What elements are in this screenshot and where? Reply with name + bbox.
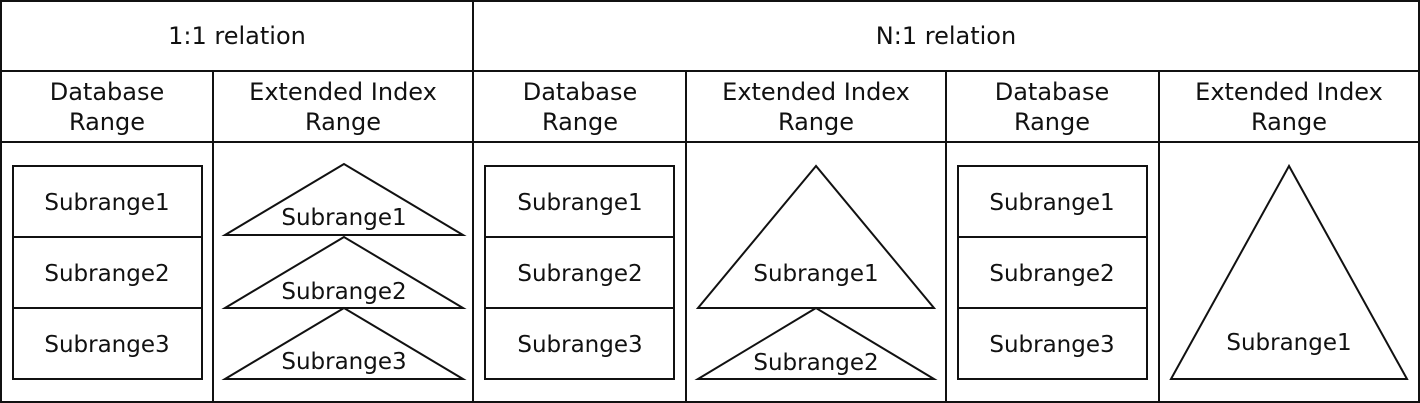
subheader-line2: Range bbox=[778, 108, 854, 136]
subheader-line1: Extended Index bbox=[249, 78, 437, 106]
subrange-label: Subrange3 bbox=[44, 332, 169, 358]
col5-box-stack: Subrange1 Subrange2 Subrange3 bbox=[957, 165, 1148, 380]
subrange-box bbox=[12, 307, 203, 380]
subrange-label: Subrange1 bbox=[989, 190, 1114, 216]
subheader-line1: Database bbox=[523, 78, 638, 106]
subheader-col6: Extended Index Range bbox=[1195, 78, 1383, 136]
subrange-label: Subrange2 bbox=[517, 261, 642, 287]
subheader-line2: Range bbox=[305, 108, 381, 136]
subrange-box bbox=[957, 165, 1148, 238]
subheader-line1: Extended Index bbox=[722, 78, 910, 106]
subheader-line1: Extended Index bbox=[1195, 78, 1383, 106]
subrange-triangle bbox=[221, 162, 467, 236]
subrange-label: Subrange1 bbox=[44, 190, 169, 216]
subrange-label: Subrange1 bbox=[753, 261, 878, 287]
subheader-col5: Database Range bbox=[995, 78, 1110, 136]
subrange-box bbox=[12, 236, 203, 309]
subheader-line2: Range bbox=[542, 108, 618, 136]
subrange-label: Subrange2 bbox=[281, 279, 406, 305]
subrange-label: Subrange3 bbox=[517, 332, 642, 358]
subrange-box bbox=[484, 307, 675, 380]
col3-box-stack: Subrange1 Subrange2 Subrange3 bbox=[484, 165, 675, 380]
subrange-triangle bbox=[1169, 163, 1409, 380]
col4-triangle-stack: Subrange1 Subrange2 bbox=[694, 164, 938, 380]
subrange-box bbox=[484, 165, 675, 238]
col6-triangle-stack: Subrange1 bbox=[1169, 163, 1409, 380]
subrange-label: Subrange2 bbox=[989, 261, 1114, 287]
subrange-box bbox=[957, 236, 1148, 309]
subrange-label: Subrange3 bbox=[989, 332, 1114, 358]
subheader-line2: Range bbox=[1251, 108, 1327, 136]
subheader-line2: Range bbox=[1014, 108, 1090, 136]
subrange-label: Subrange1 bbox=[517, 190, 642, 216]
subrange-box bbox=[957, 307, 1148, 380]
subheader-line1: Database bbox=[50, 78, 165, 106]
subrange-label: Subrange1 bbox=[1226, 330, 1351, 356]
col1-box-stack: Subrange1 Subrange2 Subrange3 bbox=[12, 165, 203, 380]
subrange-label: Subrange3 bbox=[281, 349, 406, 375]
subheader-line2: Range bbox=[69, 108, 145, 136]
subheader-col4: Extended Index Range bbox=[722, 78, 910, 136]
header-n-to-one: N:1 relation bbox=[876, 22, 1016, 50]
subheader-col2: Extended Index Range bbox=[249, 78, 437, 136]
subrange-label: Subrange2 bbox=[44, 261, 169, 287]
subheader-line1: Database bbox=[995, 78, 1110, 106]
subrange-label: Subrange2 bbox=[753, 350, 878, 376]
subrange-label: Subrange1 bbox=[281, 205, 406, 231]
header-one-to-one: 1:1 relation bbox=[168, 22, 306, 50]
subrange-triangle bbox=[694, 306, 938, 380]
subrange-box bbox=[484, 236, 675, 309]
subrange-triangle bbox=[221, 306, 467, 380]
col2-triangle-stack: Subrange1 Subrange2 Subrange3 bbox=[221, 162, 467, 380]
subheader-col1: Database Range bbox=[50, 78, 165, 136]
subheader-col3: Database Range bbox=[523, 78, 638, 136]
